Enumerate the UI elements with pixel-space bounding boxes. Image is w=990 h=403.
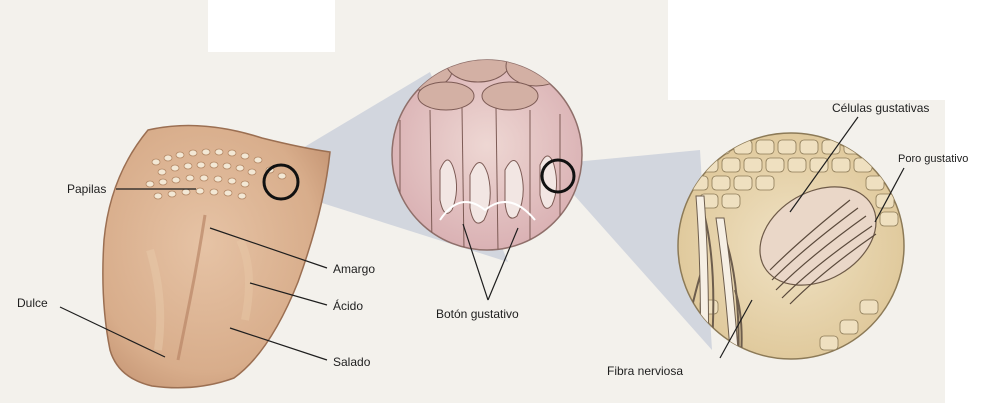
label-poro-gustativo: Poro gustativo xyxy=(898,152,968,166)
label-amargo: Amargo xyxy=(333,262,375,276)
blank-patch xyxy=(668,0,958,100)
label-salado: Salado xyxy=(333,355,370,369)
label-boton-gustativo: Botón gustativo xyxy=(436,307,519,321)
label-celulas-gustativas: Células gustativas xyxy=(832,101,929,115)
label-acido: Ácido xyxy=(333,299,363,313)
label-dulce: Dulce xyxy=(17,296,48,310)
label-fibra-nerviosa: Fibra nerviosa xyxy=(607,364,683,378)
blank-patch xyxy=(945,0,990,403)
label-papilas: Papilas xyxy=(67,182,106,196)
blank-patch xyxy=(208,0,335,52)
